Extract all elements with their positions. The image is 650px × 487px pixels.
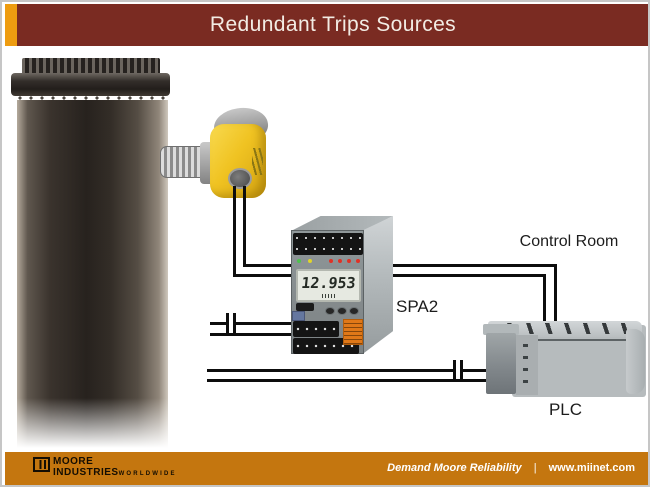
spa2-front-panel: 12.953 [291, 230, 364, 354]
transmitter-conduit-port [228, 168, 252, 189]
logo-name-top: MOORE [53, 456, 94, 467]
spa2-display-value: 12.953 [300, 274, 357, 292]
plc-cpu-indicators [523, 343, 528, 383]
moore-logo-icon [33, 457, 50, 472]
footer-separator: | [533, 462, 537, 474]
plc-rack-device [480, 317, 648, 402]
wire-plc-input-return [207, 379, 488, 382]
wire-transmitter-down-right [243, 186, 246, 267]
spa2-led-yellow [308, 259, 312, 263]
spa2-led-red-2 [338, 259, 342, 263]
spa2-trip-alarm-device: 12.953 [289, 214, 394, 355]
spa2-button-3 [349, 307, 359, 315]
footer-website: www.miinet.com [548, 462, 635, 474]
plc-top-face [488, 321, 642, 337]
spa2-warning-label [343, 319, 363, 345]
plc-power-module [486, 333, 516, 394]
spa2-label: SPA2 [396, 297, 439, 316]
capacitor-symbol-spa2-plate-right [233, 313, 236, 333]
wire-spa2-input-right-segment [236, 322, 293, 325]
logo-name-bottom: INDUSTRIESWORLDWIDE [53, 467, 177, 480]
pipe-photo [10, 58, 170, 448]
spa2-top-face [291, 216, 393, 231]
spa2-button-2 [337, 307, 347, 315]
plc-io-module-slots [538, 339, 628, 395]
plc-power-module-cap [483, 324, 519, 335]
slide-title: Redundant Trips Sources [209, 13, 457, 36]
title-bar: Redundant Trips Sources [5, 4, 648, 46]
plc-label: PLC [548, 400, 583, 419]
control-room-label: Control Room [519, 233, 619, 250]
pipe-flange [11, 73, 170, 96]
wire-plc-input-right-segment [463, 369, 488, 372]
capacitor-symbol-spa2-plate-left [226, 313, 229, 333]
wire-spa2-input-left-segment [210, 322, 226, 325]
spa2-terminal-block-bottom-1 [293, 321, 339, 337]
spa2-terminal-block-bottom-2 [293, 338, 359, 354]
spa2-terminal-block-top [293, 233, 363, 255]
footer-tagline: Demand Moore Reliability [387, 462, 522, 474]
spa2-led-red-1 [329, 259, 333, 263]
spa2-led-green [297, 259, 301, 263]
plc-vent-slots [496, 323, 638, 334]
plc-end-cap [626, 329, 645, 394]
capacitor-symbol-plc-plate-right [460, 360, 463, 380]
wire-signal-top-horizontal [243, 264, 557, 267]
wire-drop-to-plc-inner [543, 274, 546, 332]
spa2-led-red-4 [356, 259, 360, 263]
spa2-lcd-display: 12.953 [296, 269, 361, 302]
spa2-com-port [296, 303, 314, 311]
spa2-button-1 [325, 307, 335, 315]
moore-logo-text: MOORE INDUSTRIESWORLDWIDE [53, 457, 177, 480]
transmitter-vent-slots [252, 148, 263, 175]
wire-transmitter-down-left [233, 186, 236, 277]
spa2-display-scale-marks [321, 294, 336, 298]
moore-industries-logo: MOORE INDUSTRIESWORLDWIDE [33, 457, 177, 480]
temperature-transmitter [160, 104, 272, 198]
plc-cpu-module [516, 335, 538, 395]
wire-drop-to-plc-outer [554, 264, 557, 332]
wire-spa2-input-return [210, 333, 293, 336]
footer-bar: MOORE INDUSTRIESWORLDWIDE Demand Moore R… [5, 452, 648, 485]
spa2-brand-label [292, 311, 305, 321]
capacitor-symbol-plc-plate-left [453, 360, 456, 380]
logo-worldwide-text: WORLDWIDE [118, 471, 177, 477]
pipe-body [17, 100, 168, 448]
logo-industries-text: INDUSTRIES [53, 467, 119, 478]
title-accent-block [5, 4, 17, 46]
spa2-side-panel [364, 216, 393, 353]
wire-plc-input-left-segment [207, 369, 453, 372]
spa2-led-red-3 [347, 259, 351, 263]
footer-tagline-group: Demand Moore Reliability | www.miinet.co… [387, 462, 635, 474]
